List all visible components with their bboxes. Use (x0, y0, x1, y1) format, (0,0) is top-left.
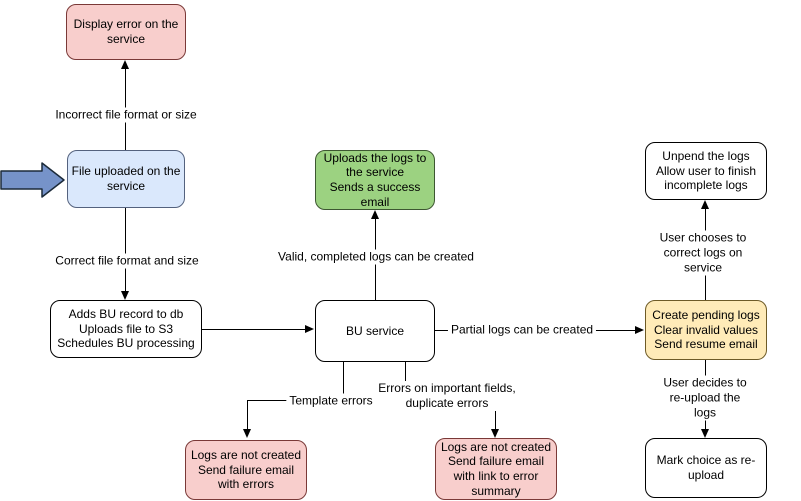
node-file-uploaded: File uploaded on the service (67, 150, 185, 208)
edge-label-valid: Valid, completed logs can be created (275, 249, 477, 265)
edge-user-correct-arrowhead (701, 200, 709, 209)
edge-label-correct: Correct file format and size (52, 253, 202, 269)
edge-label-field-errors: Errors on important fields, duplicate er… (375, 381, 519, 411)
node-display-error: Display error on the service (66, 4, 186, 60)
edge-correct-line (125, 208, 126, 291)
edge-adds-to-service-line (202, 329, 305, 330)
edge-label-user-reupload: User decides to re-upload the logs (657, 375, 753, 421)
node-upload-success: Uploads the logs to the service Sends a … (315, 150, 435, 210)
edge-label-user-correct: User chooses to correct logs on service (654, 230, 752, 276)
edge-adds-to-service-arrowhead (305, 325, 314, 333)
edge-correct-arrowhead (121, 291, 129, 300)
node-fail-template: Logs are not created Send failure email … (185, 440, 307, 500)
edge-partial-arrowhead (635, 326, 644, 334)
entry-block-arrow-icon (0, 162, 65, 198)
node-mark-reupload: Mark choice as re- upload (645, 438, 767, 498)
edge-template-line-v2 (247, 400, 248, 429)
edge-fields-line-v2 (495, 395, 496, 429)
node-bu-service: BU service (315, 300, 435, 362)
edge-valid-arrowhead (371, 210, 379, 219)
edge-label-incorrect: Incorrect file format or size (52, 107, 200, 123)
edge-fields-line-v1 (405, 362, 406, 395)
node-adds-bu-record: Adds BU record to db Uploads file to S3 … (50, 300, 202, 358)
edge-template-arrowhead (243, 429, 251, 438)
edge-label-partial: Partial logs can be created (447, 322, 597, 338)
edge-template-line-v1 (343, 362, 344, 400)
edge-label-template-errors: Template errors (286, 393, 376, 409)
edge-fields-arrowhead (491, 429, 499, 438)
node-create-pending: Create pending logs Clear invalid values… (645, 300, 767, 360)
edge-user-reupload-arrowhead (701, 429, 709, 438)
edge-incorrect-arrowhead (121, 60, 129, 69)
node-unpend-logs: Unpend the logs Allow user to finish inc… (645, 142, 767, 200)
node-fail-fields: Logs are not created Send failure email … (435, 438, 557, 500)
